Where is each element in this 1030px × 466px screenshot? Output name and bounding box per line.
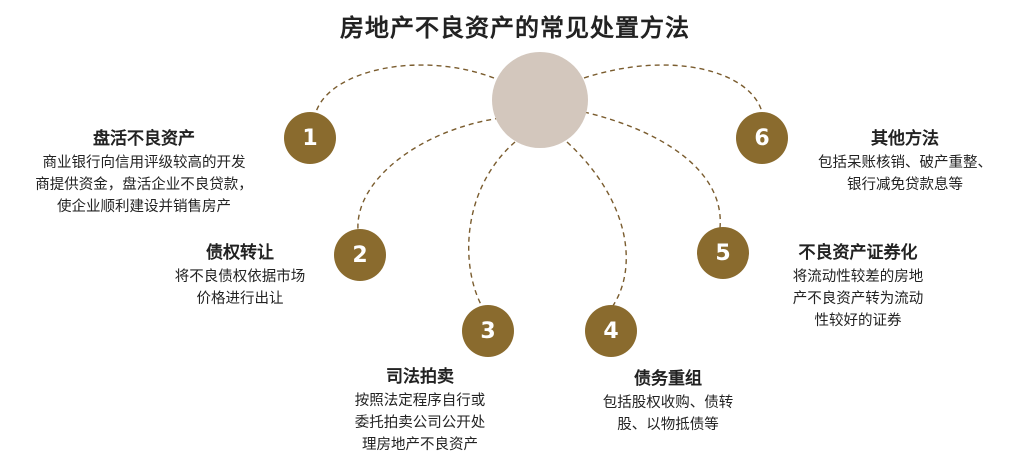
method-block-1: 盘活不良资产 商业银行向信用评级较高的开发 商提供资金，盘活企业不良贷款， 使企…	[16, 124, 272, 218]
node-4: 4	[585, 305, 637, 357]
connector-2	[357, 117, 501, 231]
connector-6	[583, 64, 763, 113]
method-description: 将不良债权依据市场 价格进行出让	[174, 269, 306, 307]
method-description: 包括股权收购、债转 股、以物抵债等	[602, 395, 734, 433]
connector-1	[315, 64, 495, 113]
node-6: 6	[736, 112, 788, 164]
node-5: 5	[697, 227, 749, 279]
method-block-2: 债权转让 将不良债权依据市场 价格进行出让	[150, 238, 330, 310]
node-1: 1	[284, 112, 336, 164]
method-description: 商业银行向信用评级较高的开发 商提供资金，盘活企业不良贷款， 使企业顺利建设并销…	[35, 155, 253, 215]
method-name: 债务重组	[634, 369, 702, 389]
method-description: 包括呆账核销、破产重整、 银行减免贷款息等	[818, 155, 992, 193]
node-3: 3	[462, 305, 514, 357]
method-description: 将流动性较差的房地 产不良资产转为流动 性较好的证券	[792, 269, 924, 329]
method-block-4: 债务重组 包括股权收购、债转 股、以物抵债等	[568, 364, 768, 436]
method-name: 债权转让	[206, 243, 274, 263]
method-name: 不良资产证券化	[798, 243, 918, 263]
method-description: 按照法定程序自行或 委托拍卖公司公开处 理房地产不良资产	[354, 393, 486, 453]
node-2: 2	[334, 229, 386, 281]
connector-5	[583, 111, 721, 229]
method-block-3: 司法拍卖 按照法定程序自行或 委托拍卖公司公开处 理房地产不良资产	[320, 362, 520, 456]
connector-4	[566, 141, 627, 311]
method-name: 司法拍卖	[386, 367, 454, 387]
connector-3	[468, 141, 516, 311]
method-block-5: 不良资产证券化 将流动性较差的房地 产不良资产转为流动 性较好的证券	[758, 238, 958, 332]
central-hub	[492, 52, 588, 148]
method-name: 盘活不良资产	[93, 129, 195, 149]
diagram-title: 房地产不良资产的常见处置方法	[340, 13, 690, 42]
method-block-6: 其他方法 包括呆账核销、破产重整、 银行减免贷款息等	[790, 124, 1020, 196]
method-name: 其他方法	[871, 129, 939, 149]
